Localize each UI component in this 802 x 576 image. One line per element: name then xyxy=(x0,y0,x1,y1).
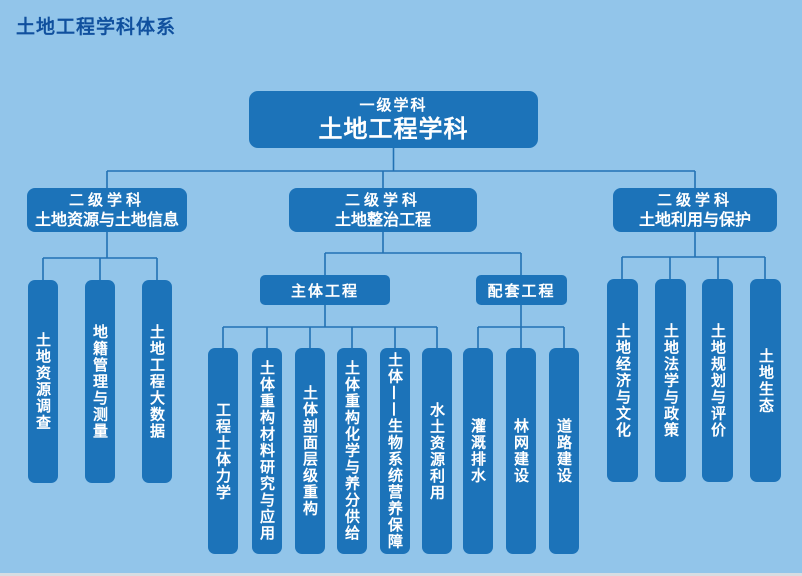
branch-name: 土地资源与土地信息 xyxy=(34,210,179,229)
leaf-column: 土地资源调查 xyxy=(28,280,58,483)
root-node: 一级学科 土地工程学科 xyxy=(249,91,538,148)
branch-land-consolidation: 二级学科 土地整治工程 xyxy=(289,188,477,232)
subgroup-main-engineering: 主体工程 xyxy=(260,275,390,305)
leaf-column: 土地工程大数据 xyxy=(142,280,172,483)
leaf-column: 土体重构化学与养分供给 xyxy=(337,348,367,554)
leaf-column: 地籍管理与测量 xyxy=(85,280,115,483)
bottom-edge-strip xyxy=(0,573,802,576)
leaf-column: 土地法学与政策 xyxy=(655,279,686,482)
leaf-column: 土体剖面层级重构 xyxy=(295,348,325,554)
page-title: 土地工程学科体系 xyxy=(16,16,177,38)
branch-level-label: 二级学科 xyxy=(656,191,733,209)
branch-level-label: 二级学科 xyxy=(68,191,145,209)
leaf-column: 林网建设 xyxy=(506,348,536,554)
branch-land-resource-info: 二级学科 土地资源与土地信息 xyxy=(27,188,187,232)
leaf-column: 工程土体力学 xyxy=(208,348,238,554)
root-level-label: 一级学科 xyxy=(359,96,428,114)
leaf-column: 灌溉排水 xyxy=(463,348,493,554)
branch-name: 土地利用与保护 xyxy=(638,210,751,229)
leaf-column: 水土资源利用 xyxy=(422,348,452,554)
leaf-column: 土地经济与文化 xyxy=(607,279,638,482)
leaf-column: 土地生态 xyxy=(750,279,781,482)
leaf-column: 土体重构材料研究与应用 xyxy=(252,348,282,554)
subgroup-supporting-engineering: 配套工程 xyxy=(476,275,567,305)
branch-land-use-protection: 二级学科 土地利用与保护 xyxy=(613,188,777,232)
branch-level-label: 二级学科 xyxy=(344,191,421,209)
branch-name: 土地整治工程 xyxy=(334,210,431,229)
leaf-column: 道路建设 xyxy=(549,348,579,554)
root-name: 土地工程学科 xyxy=(318,115,469,143)
leaf-column: 土体——生物系统营养保障 xyxy=(380,348,410,554)
leaf-column: 土地规划与评价 xyxy=(702,279,733,482)
